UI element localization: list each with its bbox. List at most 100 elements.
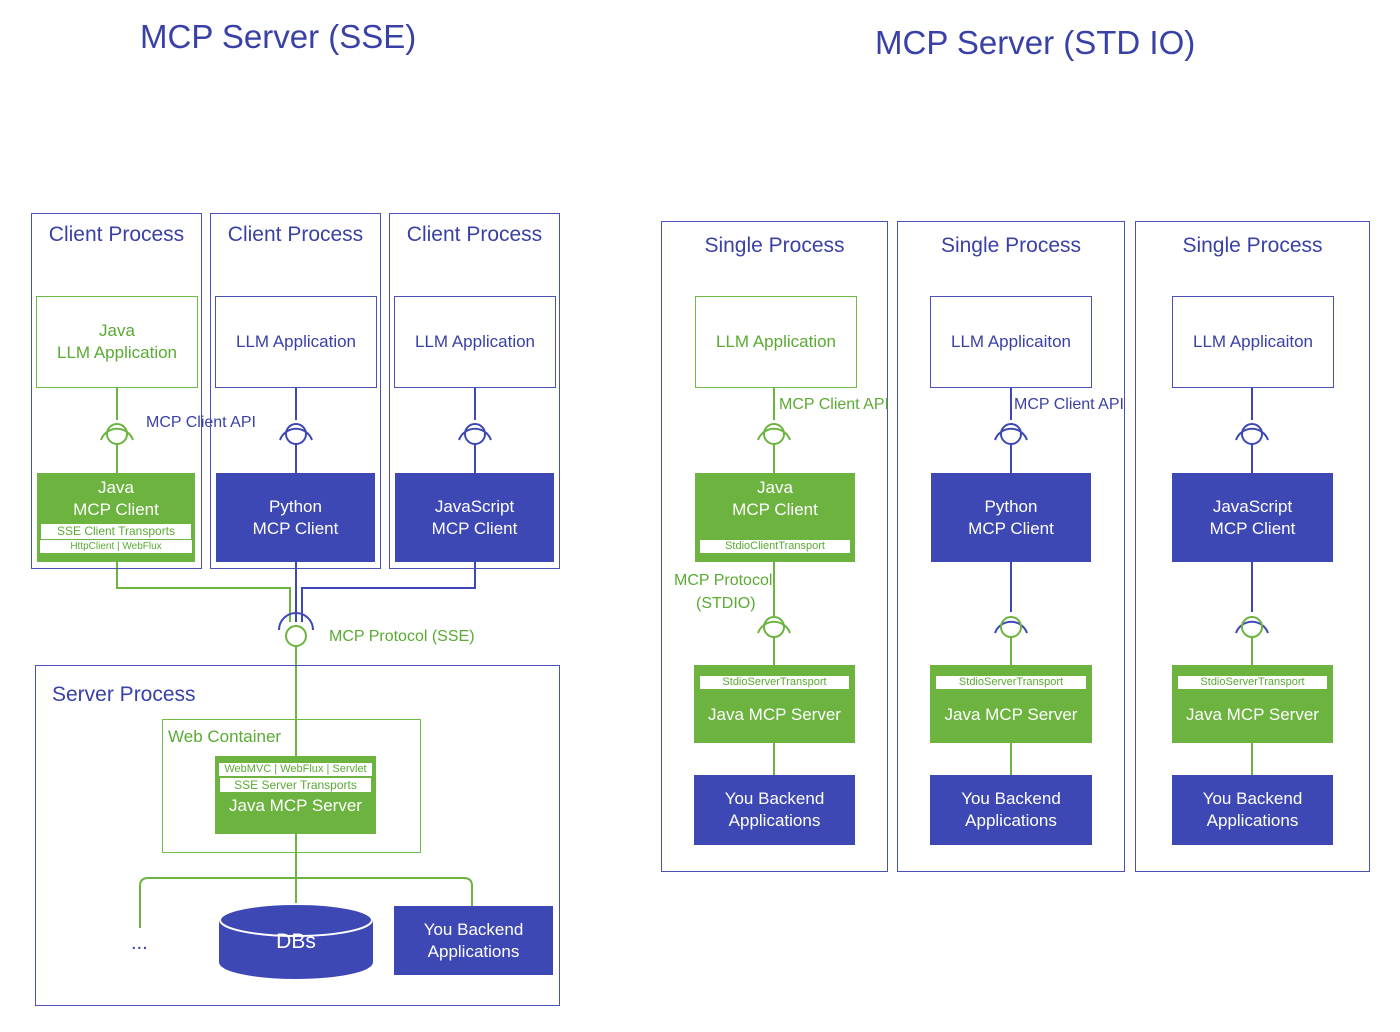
client-process-frame	[31, 213, 202, 569]
client-api-label: MCP Client API	[1014, 396, 1124, 413]
interface-socket-arc	[279, 427, 313, 441]
java-mcp-server-box: StdioServerTransport Java MCP Server	[930, 665, 1092, 743]
web-container-label: Web Container	[168, 727, 282, 746]
single-process-label: Single Process	[1182, 234, 1323, 257]
server-transport-sub: WebMVC | WebFlux | Servlet	[219, 763, 372, 776]
backend-label-line1: You Backend	[423, 919, 524, 939]
client-label-line2: MCP Client	[968, 518, 1054, 538]
java-mcp-client-box: Java MCP Client SSE Client Transports Ht…	[37, 473, 195, 562]
interface-socket-arc	[1235, 427, 1269, 441]
sse-title: MCP Server (SSE)	[140, 18, 417, 55]
llm-application-box: LLM Applicaiton	[1172, 296, 1334, 388]
client-label-line2: MCP Client	[732, 500, 818, 519]
python-mcp-client-box: Python MCP Client	[216, 473, 375, 562]
single-process-label: Single Process	[940, 234, 1082, 257]
interface-socket	[285, 625, 307, 647]
backend-applications-box: You Backend Applications	[394, 906, 553, 975]
connector-line	[139, 877, 473, 928]
backend-label-line2: Applications	[427, 941, 520, 961]
web-container-frame	[162, 719, 421, 853]
protocol-label-line2: (STDIO)	[696, 595, 756, 612]
llm-application-box: LLM Applicaiton	[930, 296, 1092, 388]
client-label-line1: Java	[757, 478, 793, 497]
java-mcp-server-box: WebMVC | WebFlux | Servlet SSE Server Tr…	[215, 756, 376, 834]
protocol-label-line1: MCP Protocol	[674, 572, 773, 589]
client-label-line1: JavaScript	[434, 496, 515, 516]
java-mcp-client-title: Java MCP Client	[37, 473, 195, 521]
client-label-line2: MCP Client	[73, 500, 159, 519]
interface-socket-arc	[757, 620, 791, 634]
client-api-label: MCP Client API	[146, 414, 256, 431]
single-process-label: Single Process	[704, 234, 845, 257]
app-label: LLM Applicaiton	[1192, 332, 1314, 351]
backend-applications-box: You Backend Applications	[930, 775, 1092, 845]
client-label-line2: MCP Client	[431, 518, 518, 538]
server-process-frame	[35, 665, 560, 1006]
backend-applications-box: You Backend Applications	[1172, 775, 1333, 845]
ellipsis-label: ...	[131, 932, 148, 954]
client-api-label: MCP Client API	[779, 396, 889, 413]
sse-client-transports-sub: HttpClient | WebFlux	[40, 540, 192, 553]
client-label-line2: MCP Client	[252, 518, 339, 538]
backend-label-line1: You Backend	[724, 789, 825, 808]
interface-socket-arc	[1235, 620, 1269, 634]
interface-socket-arc	[458, 427, 492, 441]
connector-line	[301, 562, 476, 622]
client-process-frame	[210, 213, 381, 569]
backend-label-line2: Applications	[1206, 811, 1299, 830]
client-label-line2: MCP Client	[1209, 518, 1296, 538]
sse-server-transports-chip: SSE Server Transports	[219, 777, 372, 793]
python-mcp-client-box: Python MCP Client	[931, 473, 1091, 562]
interface-socket-arc	[757, 427, 791, 441]
single-process-frame	[661, 221, 888, 872]
connector-line	[116, 562, 291, 622]
interface-socket-arc	[278, 612, 314, 631]
server-label: Java MCP Server	[229, 796, 362, 815]
java-llm-application-box: Java LLM Application	[36, 296, 198, 388]
app-label-line1: Java	[99, 321, 135, 340]
stdio-title: MCP Server (STD IO)	[875, 24, 1196, 61]
server-label: Java MCP Server	[944, 705, 1078, 724]
app-label: LLM Application	[715, 332, 837, 351]
app-label: LLM Application	[235, 332, 357, 351]
client-process-label: Client Process	[406, 223, 543, 246]
java-mcp-client-title: Java MCP Client	[695, 473, 855, 521]
server-process-label: Server Process	[52, 683, 196, 706]
backend-label-line2: Applications	[965, 811, 1057, 830]
sse-client-transports-chip: SSE Client Transports	[40, 523, 192, 540]
javascript-mcp-client-box: JavaScript MCP Client	[1172, 473, 1333, 562]
app-label: LLM Application	[414, 332, 536, 351]
stdio-server-transport-chip: StdioServerTransport	[1178, 676, 1327, 689]
javascript-mcp-client-box: JavaScript MCP Client	[395, 473, 554, 562]
client-process-frame	[389, 213, 560, 569]
single-process-frame	[1135, 221, 1370, 872]
client-label-line1: Python	[269, 496, 322, 516]
protocol-label: MCP Protocol (SSE)	[329, 628, 475, 645]
backend-applications-box: You Backend Applications	[694, 775, 855, 845]
database-cylinder	[219, 903, 373, 979]
server-label: Java MCP Server	[1186, 705, 1319, 724]
llm-application-box: LLM Application	[394, 296, 556, 388]
java-mcp-client-box: Java MCP Client StdioClientTransport	[695, 473, 855, 562]
client-label-line1: JavaScript	[1212, 496, 1293, 516]
stdio-client-transport-chip: StdioClientTransport	[700, 540, 850, 553]
client-label-line1: Java	[98, 478, 134, 497]
java-mcp-server-box: StdioServerTransport Java MCP Server	[694, 665, 855, 743]
client-label-line1: Python	[984, 496, 1038, 516]
interface-socket-arc	[994, 620, 1028, 634]
llm-application-box: LLM Application	[215, 296, 377, 388]
app-label-line2: LLM Application	[56, 343, 178, 362]
stdio-server-transport-chip: StdioServerTransport	[936, 676, 1086, 689]
stdio-server-transport-chip: StdioServerTransport	[700, 676, 849, 689]
interface-socket-arc	[994, 427, 1028, 441]
java-mcp-server-box: StdioServerTransport Java MCP Server	[1172, 665, 1333, 743]
backend-label-line2: Applications	[728, 811, 821, 830]
app-label: LLM Applicaiton	[950, 332, 1072, 351]
server-label: Java MCP Server	[708, 705, 841, 724]
backend-label-line1: You Backend	[961, 789, 1061, 808]
backend-label-line1: You Backend	[1202, 789, 1303, 808]
dbs-label: DBs	[276, 930, 316, 953]
interface-socket-arc	[100, 427, 134, 441]
client-process-label: Client Process	[227, 223, 364, 246]
